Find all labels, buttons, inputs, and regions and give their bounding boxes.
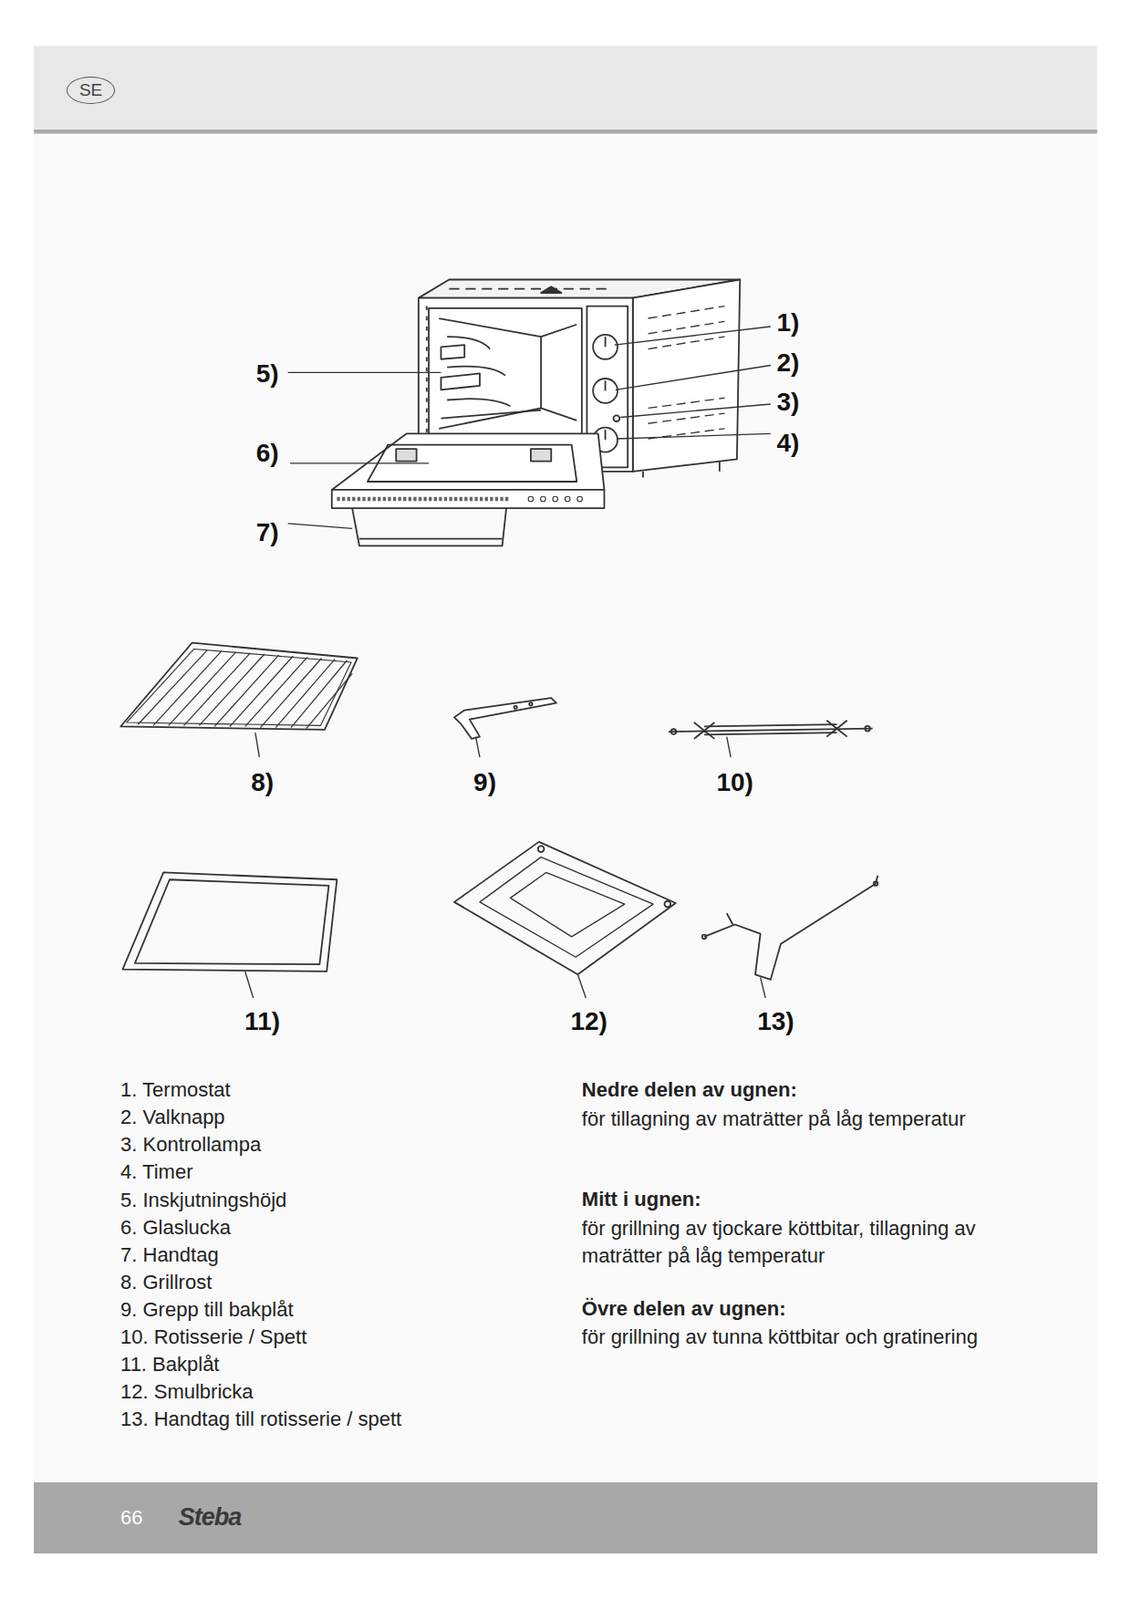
section-heading: Mitt i ugnen: [581, 1187, 702, 1212]
part-list-item: 11. Bakplåt [120, 1352, 219, 1377]
part-list-item: 7. Handtag [120, 1243, 219, 1268]
page-number: 66 [120, 1505, 143, 1530]
part-list-item: 8. Grillrost [120, 1270, 212, 1295]
callout-number: 10) [716, 768, 753, 798]
part-list-item: 1. Termostat [120, 1078, 231, 1102]
footer-band: 66 Steba [33, 1482, 1098, 1554]
header-rule [33, 129, 1098, 134]
callout-number: 4) [776, 428, 800, 458]
header-band [33, 45, 1098, 133]
callout-number: 5) [256, 359, 280, 389]
part-list-item: 5. Inskjutningshöjd [120, 1188, 287, 1213]
callout-number: 12) [570, 1007, 607, 1037]
part-list-item: 10. Rotisserie / Spett [120, 1325, 307, 1350]
callout-number: 3) [776, 387, 800, 417]
brand-logo: Steba [178, 1503, 242, 1532]
leader-lines [245, 326, 771, 998]
callout-number: 7) [256, 518, 280, 548]
callout-number: 9) [473, 768, 497, 798]
section-heading: Nedre delen av ugnen: [581, 1078, 798, 1102]
part-list-item: 12. Smulbricka [120, 1380, 254, 1404]
page-ground [33, 132, 1098, 1482]
callout-number: 1) [776, 308, 800, 338]
callout-number: 11) [244, 1007, 281, 1037]
accessories-drawing [120, 643, 878, 980]
callout-number: 13) [757, 1007, 794, 1037]
language-badge: SE [66, 76, 116, 104]
badge-text: SE [79, 80, 103, 101]
section-text: för tillagning av maträtter på låg tempe… [581, 1105, 1020, 1133]
section-heading: Övre delen av ugnen: [581, 1297, 787, 1321]
part-list-item: 9. Grepp till bakplåt [120, 1298, 294, 1322]
part-list-item: 13. Handtag till rotisserie / spett [120, 1407, 402, 1432]
part-list-item: 6. Glaslucka [120, 1215, 231, 1240]
section-text: för grillning av tjockare köttbitar, til… [581, 1215, 1020, 1270]
part-list-item: 3. Kontrollampa [120, 1132, 261, 1157]
callout-number: 8) [250, 768, 274, 798]
part-list-item: 2. Valknapp [120, 1105, 226, 1130]
callout-number: 6) [256, 438, 280, 468]
section-text: för grillning av tunna köttbitar och gra… [581, 1323, 1020, 1351]
callout-number: 2) [776, 348, 800, 378]
part-list-item: 4. Timer [120, 1160, 193, 1184]
